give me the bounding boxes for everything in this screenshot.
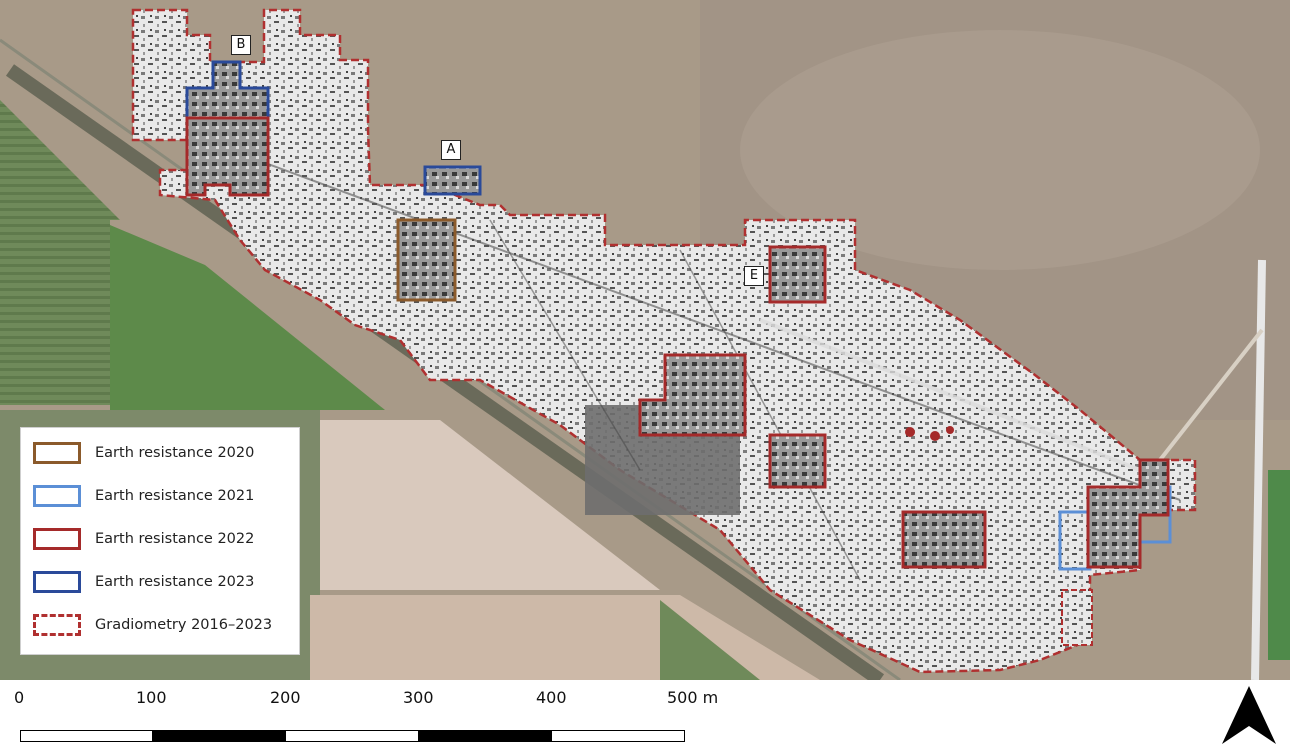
legend-swatch bbox=[33, 442, 81, 464]
site-label-b: B bbox=[231, 35, 251, 55]
legend-label: Earth resistance 2022 bbox=[95, 531, 255, 547]
agricultural-field bbox=[110, 225, 385, 410]
scale-bar-segment bbox=[551, 730, 685, 742]
scale-tick-label: 500 m bbox=[667, 688, 719, 707]
legend-item-er-2020: Earth resistance 2020 bbox=[33, 442, 297, 468]
legend-item-er-2023: Earth resistance 2023 bbox=[33, 571, 297, 597]
er-2022-area bbox=[638, 353, 747, 437]
legend-item-gradiometry: Gradiometry 2016–2023 bbox=[33, 614, 297, 640]
er-2020-area bbox=[396, 218, 457, 302]
map-canvas[interactable]: B A E Earth resistance 2020 Earth resist… bbox=[0, 0, 1290, 680]
map-legend: Earth resistance 2020 Earth resistance 2… bbox=[20, 427, 300, 655]
scale-tick-label: 200 bbox=[270, 688, 301, 707]
scale-tick-label: 400 bbox=[536, 688, 567, 707]
gradiometry-survey-area bbox=[131, 8, 1197, 674]
er-2022-area-e bbox=[768, 245, 827, 304]
scale-tick-label: 100 bbox=[136, 688, 167, 707]
scale-tick-label: 300 bbox=[403, 688, 434, 707]
legend-swatch bbox=[33, 485, 81, 507]
scale-bar-segment bbox=[285, 730, 419, 742]
scale-bar-segment bbox=[418, 730, 552, 742]
scale-bar-segment bbox=[20, 730, 154, 742]
legend-item-er-2022: Earth resistance 2022 bbox=[33, 528, 297, 554]
er-2022-area bbox=[185, 116, 270, 197]
scale-bar-segment bbox=[152, 730, 286, 742]
legend-label: Earth resistance 2021 bbox=[95, 488, 255, 504]
site-label-a: A bbox=[441, 140, 461, 160]
agricultural-field bbox=[0, 220, 110, 405]
er-2022-area bbox=[768, 433, 827, 489]
legend-label: Earth resistance 2020 bbox=[95, 445, 255, 461]
site-label-e: E bbox=[744, 266, 764, 286]
bare-field bbox=[320, 420, 660, 590]
legend-label: Earth resistance 2023 bbox=[95, 574, 255, 590]
legend-swatch bbox=[33, 614, 81, 636]
legend-label: Gradiometry 2016–2023 bbox=[95, 617, 273, 633]
er-2022-area bbox=[1086, 458, 1170, 569]
er-2022-area bbox=[901, 510, 987, 569]
legend-item-er-2021: Earth resistance 2021 bbox=[33, 485, 297, 511]
scale-area: 0 100 200 300 400 500 m bbox=[0, 680, 1290, 748]
agricultural-field bbox=[0, 100, 120, 220]
legend-swatch bbox=[33, 571, 81, 593]
scale-tick-label: 0 bbox=[14, 688, 25, 707]
north-arrow-icon bbox=[1218, 684, 1280, 750]
er-2023-area-a bbox=[423, 165, 482, 196]
legend-swatch bbox=[33, 528, 81, 550]
